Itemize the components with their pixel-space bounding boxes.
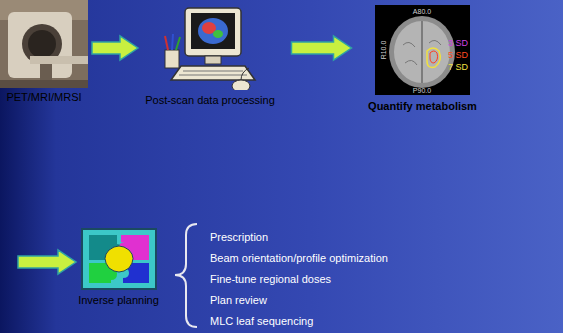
curly-brace [175,224,197,327]
flow-arrow [292,36,352,60]
image-coordinate: R10.0 [379,41,388,60]
node-label: PET/MRI/MRSI [0,91,88,104]
icon-node: Post-scan data processing [142,6,278,109]
image-coordinate: A80.0 [413,7,431,16]
flow-arrow [92,36,138,60]
contour-level: 7 SD [448,62,468,73]
flow-arrow [18,250,76,274]
icon-node: Inverse planning [75,228,162,309]
step-item: Plan review [210,294,267,307]
icon-node: PET/MRI/MRSI [0,0,88,106]
node-label: Quantify metabolism [365,100,480,113]
step-item: Beam orientation/profile optimization [210,252,388,265]
step-item: Fine-tune regional doses [210,273,331,286]
node-label: Post-scan data processing [142,94,278,107]
node-label: Inverse planning [75,294,162,307]
step-item: Prescription [210,231,268,244]
contour-level: 5 SD [448,50,468,61]
icon-picture [163,6,257,90]
contour-level: 3 SD [448,38,468,49]
image-coordinate: P90.0 [413,86,431,95]
step-item: MLC leaf sequencing [210,315,313,328]
icon-picture [81,228,157,290]
icon-picture [0,0,88,88]
